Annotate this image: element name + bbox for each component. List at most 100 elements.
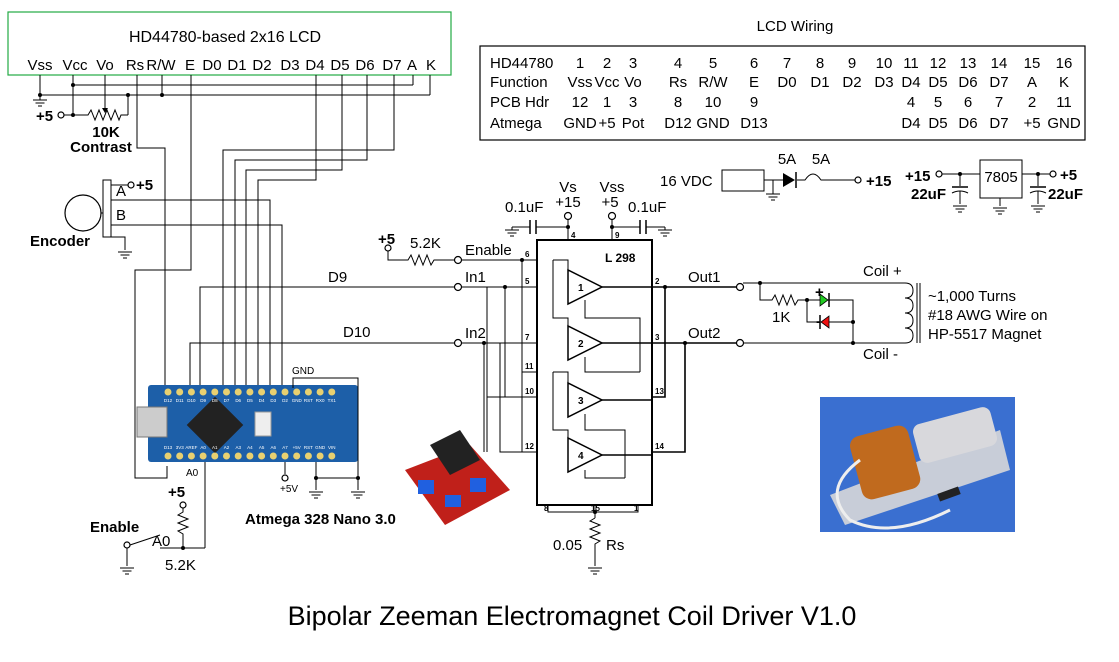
table-row-label: PCB Hdr	[490, 94, 549, 111]
lcd-pin-label: E	[185, 57, 195, 74]
l298-pin-number: 2	[655, 277, 660, 286]
fuse-rating: 5A	[812, 151, 830, 168]
cap-in-label: 22uF	[911, 186, 946, 203]
nano-pin	[164, 388, 172, 396]
table-cell: D0	[777, 74, 796, 91]
nano-board	[148, 385, 358, 462]
nano-pin-label: D2	[282, 398, 288, 403]
out2-label: Out2	[688, 325, 721, 342]
enable-a0-label: A0	[152, 533, 170, 550]
table-cell: Rs	[669, 74, 687, 91]
nano-pin-label: GND	[315, 445, 326, 450]
nano-pin-label: TX1	[328, 398, 337, 403]
power-input-label: 16 VDC	[660, 173, 713, 190]
table-cell: 3	[629, 94, 637, 111]
lcd-pin-label: D5	[330, 57, 349, 74]
coil-desc-line: HP-5517 Magnet	[928, 326, 1042, 343]
table-cell: 5	[709, 55, 717, 72]
table-cell: 6	[964, 94, 972, 111]
coil-inductor	[904, 282, 914, 344]
table-cell: 7	[995, 94, 1003, 111]
table-cell: 2	[603, 55, 611, 72]
table-cell: 8	[816, 55, 824, 72]
nano-pin-label: D13	[164, 445, 173, 450]
table-cell: +5	[1023, 115, 1040, 132]
nano-pin-label: 3V3	[176, 445, 185, 450]
encoder-label: Encoder	[30, 233, 90, 250]
lcd-pin-label: R/W	[146, 57, 176, 74]
coil-desc-line: #18 AWG Wire on	[928, 307, 1048, 324]
nano-pin	[234, 452, 242, 460]
table-cell: 7	[783, 55, 791, 72]
nano-pin-label: D7	[224, 398, 230, 403]
pot-label: Contrast	[70, 139, 132, 156]
table-cell: D12	[664, 115, 692, 132]
nano-pin-label: D9	[200, 398, 206, 403]
nano-pin-label: D3	[270, 398, 276, 403]
enable-pullup-supply: +5	[378, 231, 395, 248]
table-cell: 12	[572, 94, 589, 111]
nano-pin-label: AREF	[185, 445, 197, 450]
table-row-label: HD44780	[490, 55, 553, 72]
encoder: A B +5 Encoder	[30, 177, 283, 388]
nano-pin	[246, 452, 254, 460]
l298-pin-number: 15	[591, 504, 600, 513]
nano-pin	[187, 388, 195, 396]
encoder-knob	[64, 194, 102, 232]
nano-pin	[304, 452, 312, 460]
power-out-label: +15	[866, 173, 891, 190]
nano-pin-label: D5	[247, 398, 253, 403]
table-cell: Vcc	[594, 74, 620, 91]
nano-pin	[187, 452, 195, 460]
l298-pin-number: 8	[544, 504, 549, 513]
encoder-pin-a: A	[116, 183, 126, 200]
nano-pin-label: D10	[187, 398, 196, 403]
coil-plus-label: Coil +	[863, 263, 902, 280]
table-cell: 1	[603, 94, 611, 111]
lcd-pin-label: D1	[227, 57, 246, 74]
table-cell: K	[1059, 74, 1069, 91]
nano-pin	[304, 388, 312, 396]
table-cell: GND	[563, 115, 597, 132]
table-cell: D6	[958, 115, 977, 132]
enable-switch-supply: +5	[168, 484, 185, 501]
nano-pin-label: A3	[235, 445, 241, 450]
table-cell: 16	[1056, 55, 1073, 72]
table-cell: D13	[740, 115, 768, 132]
table-cell: D3	[874, 74, 893, 91]
nano-pin	[293, 388, 301, 396]
table-cell: D7	[989, 115, 1008, 132]
table-cell: 12	[930, 55, 947, 72]
l298-pin-number: 5	[525, 277, 530, 286]
lcd-pin-label: K	[426, 57, 436, 74]
table-cell: 10	[876, 55, 893, 72]
vs-label: Vs	[559, 179, 577, 196]
lcd-pin-label: D6	[355, 57, 374, 74]
table-cell: A	[1027, 74, 1037, 91]
lcd-pin-label: D2	[252, 57, 271, 74]
table-cell: +5	[598, 115, 615, 132]
table-cell: Vo	[624, 74, 642, 91]
table-cell: D4	[901, 115, 920, 132]
nano-pin-label: A1	[212, 445, 218, 450]
nano-pin	[293, 452, 301, 460]
nano-gnd-label: GND	[292, 366, 314, 377]
table-cell: Pot	[622, 115, 645, 132]
table-cell: GND	[1047, 115, 1081, 132]
table-cell: 6	[750, 55, 758, 72]
lcd-pin-label: D7	[382, 57, 401, 74]
nano-pin-label: D12	[164, 398, 173, 403]
sense-resistor-value: 0.05	[553, 537, 582, 554]
regulator-label: 7805	[984, 169, 1017, 186]
nano-pin-label: D4	[259, 398, 265, 403]
enable-switch: Enable +5 A0 5.2K	[90, 484, 205, 575]
nano-pin-label: GND	[292, 398, 303, 403]
nano-pin	[281, 388, 289, 396]
nano-pin-label: D11	[176, 398, 184, 403]
vss-label: Vss	[599, 179, 624, 196]
nano-pin	[316, 452, 324, 460]
d10-label: D10	[343, 324, 371, 341]
